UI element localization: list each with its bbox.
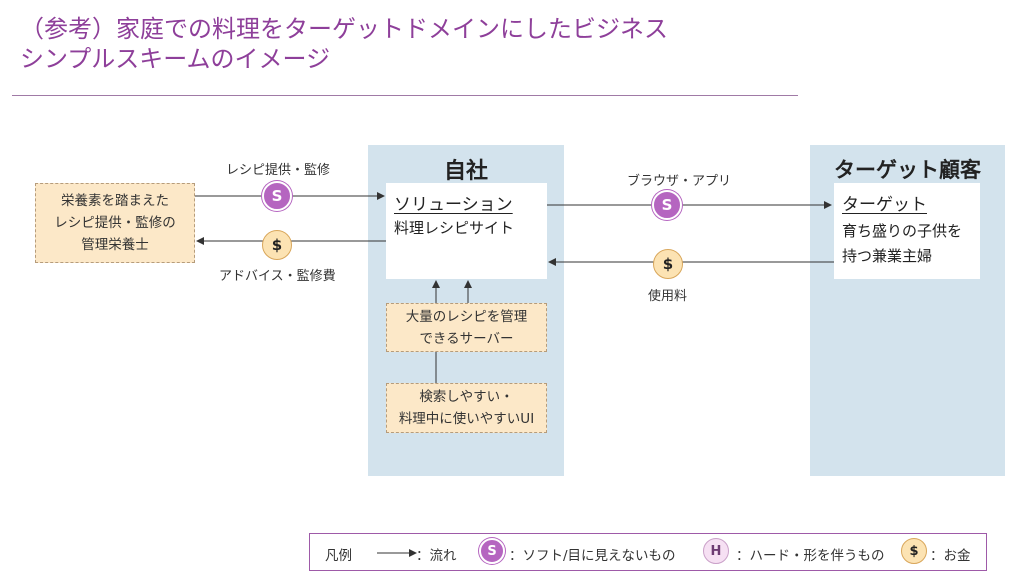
browser-app-label: ブラウザ・アプリ <box>627 174 732 189</box>
solution-text: 料理レシピサイト <box>394 219 515 237</box>
advice-fee-label: アドバイス・監修費 <box>219 269 336 284</box>
target-box: ターゲット 育ち盛りの子供を 持つ兼業主婦 <box>834 183 980 279</box>
recipe-supply-label: レシピ提供・監修 <box>226 163 331 178</box>
page-title-line2: シンプルスキームのイメージ <box>20 45 331 73</box>
legend-title: 凡例 <box>325 548 352 564</box>
legend-money-icon: $ <box>901 538 927 564</box>
legend-arrow-text: ：流れ <box>416 548 457 564</box>
target-heading: ターゲット <box>842 195 927 215</box>
solution-box: ソリューション 料理レシピサイト <box>386 183 547 279</box>
legend-hard-icon: H <box>703 538 729 564</box>
money-coin-icon: $ <box>262 230 292 260</box>
money-coin-icon: $ <box>653 249 683 279</box>
ui-box: 検索しやすい・ 料理中に使いやすいUI <box>386 383 547 433</box>
server-box: 大量のレシピを管理 できるサーバー <box>386 303 547 352</box>
dietitian-box: 栄養素を踏まえた レシピ提供・監修の 管理栄養士 <box>35 183 195 263</box>
customer-title: ターゲット顧客 <box>834 158 981 182</box>
legend: 凡例 ：流れ S ：ソフト/目に見えないもの H ：ハード・形を伴うもの $ ：… <box>309 533 987 571</box>
page-title: （参考）家庭での料理をターゲットドメインにしたビジネス シンプルスキームのイメー… <box>20 14 668 74</box>
legend-hard-text: ：ハード・形を伴うもの <box>736 548 885 564</box>
legend-arrow-icon <box>377 549 417 557</box>
page-title-line1: （参考）家庭での料理をターゲットドメインにしたビジネス <box>20 15 668 43</box>
solution-heading: ソリューション <box>394 195 513 215</box>
soft-coin-icon: S <box>262 181 292 211</box>
target-text: 育ち盛りの子供を 持つ兼業主婦 <box>842 222 963 265</box>
title-divider <box>12 95 798 96</box>
usage-fee-label: 使用料 <box>648 289 688 304</box>
legend-soft-icon: S <box>479 538 505 564</box>
soft-coin-icon: S <box>652 190 682 220</box>
legend-soft-text: ：ソフト/目に見えないもの <box>509 548 676 564</box>
company-title: 自社 <box>443 159 488 184</box>
legend-money-text: ：お金 <box>930 548 971 564</box>
